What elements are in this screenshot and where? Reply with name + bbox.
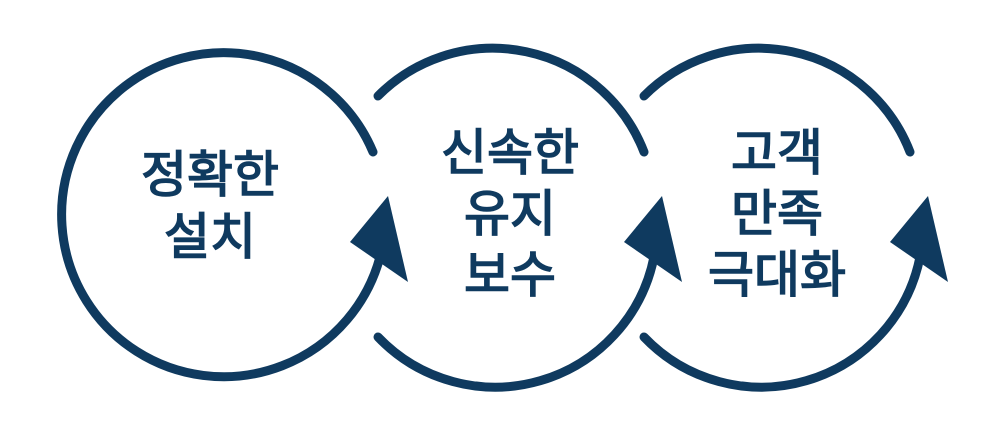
- stage-1-arc: [57, 48, 385, 382]
- arrowhead-icon: [624, 196, 682, 282]
- stage-1-line-2: 설치: [164, 208, 256, 266]
- stage-3-line-3: 극대화: [708, 246, 846, 304]
- stage-3-arc-bottom: [639, 252, 925, 392]
- arrowhead-icon: [890, 196, 948, 282]
- stage-2-arc-bottom: [373, 252, 659, 392]
- arrowhead-icon: [350, 196, 408, 282]
- stage-3-label: 고객 만족 극대화: [708, 124, 846, 304]
- stage-2-line-3: 보수: [464, 246, 556, 304]
- stage-2-line-2: 유지: [464, 185, 556, 243]
- stage-1-line-1: 정확한: [141, 146, 279, 204]
- stage-3-line-2: 만족: [731, 185, 823, 243]
- stage-3-arc-top: [639, 43, 915, 157]
- stage-2-label: 신속한 유지 보수: [441, 124, 579, 304]
- stage-2-line-1: 신속한: [441, 124, 579, 182]
- stage-1-label: 정확한 설치: [141, 146, 279, 266]
- stage-2-arc-top: [373, 43, 649, 157]
- stage-3-line-1: 고객: [731, 124, 823, 182]
